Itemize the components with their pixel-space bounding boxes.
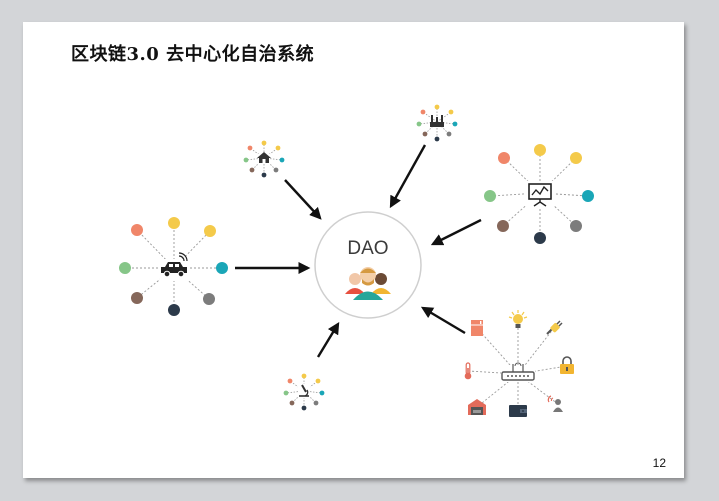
dao-center: DAO: [314, 211, 422, 319]
node-iot-router: [464, 310, 574, 417]
garage-icon: [468, 399, 486, 415]
node-car: [119, 217, 228, 316]
wallet-icon: [509, 405, 527, 417]
node-microscope: [283, 373, 325, 411]
slide-title: 区块链3.0 去中心化自治系统: [71, 44, 315, 65]
page-number: 12: [652, 456, 666, 470]
people-group-icon: [345, 267, 391, 300]
arrow-from-factory: [389, 144, 427, 209]
router-icon: [501, 362, 535, 382]
node-chart: [484, 144, 594, 244]
connected-car-icon: [160, 252, 188, 281]
dao-label: DAO: [347, 238, 388, 259]
house-icon: [257, 152, 271, 164]
arrow-from-chart: [430, 218, 482, 246]
arrow-from-microscope: [316, 321, 340, 358]
arrows: [235, 144, 482, 358]
arrow-from-iot: [420, 306, 466, 335]
light-bulb-icon: [508, 310, 528, 328]
lock-icon: [560, 356, 574, 374]
factory-icon: [430, 115, 444, 127]
node-house: [243, 140, 285, 178]
arrow-from-house: [284, 179, 322, 220]
plug-icon: [546, 320, 563, 335]
slide: 区块链3.0 去中心化自治系统 DAO: [23, 22, 684, 478]
dao-diagram: DAO: [119, 104, 594, 417]
chart-board-icon: [526, 181, 554, 208]
fridge-icon: [471, 320, 483, 336]
thermometer-icon: [464, 362, 472, 380]
microscope-icon: [298, 384, 310, 398]
node-factory: [416, 104, 458, 142]
person-signal-icon: [547, 395, 563, 412]
